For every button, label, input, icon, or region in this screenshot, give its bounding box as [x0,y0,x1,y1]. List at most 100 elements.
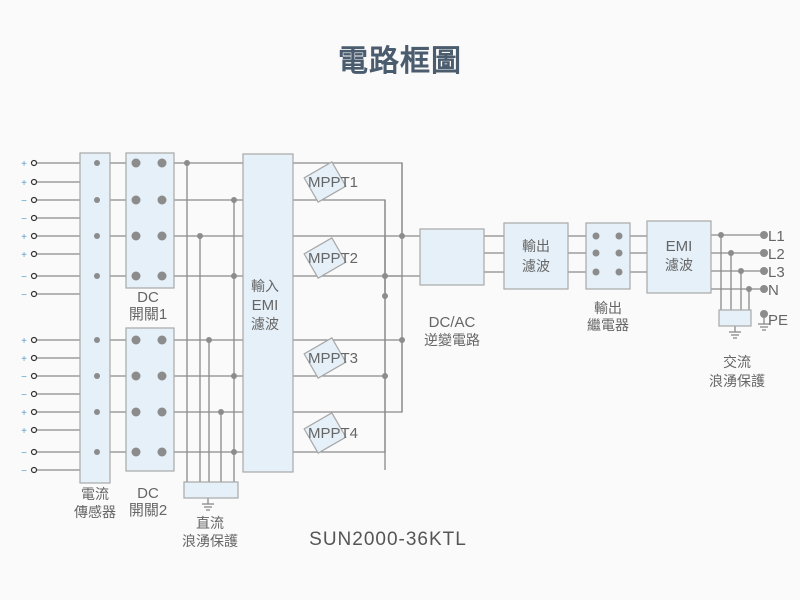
sensor-junction [94,160,100,166]
switch-contact [131,158,141,168]
output-filter-label-line-2: 濾波 [522,259,550,275]
blocks [79,152,752,499]
switch-contact [157,407,167,417]
relay-contact [592,268,600,276]
relay-contact [615,268,623,276]
ac-tap-dot [746,286,752,292]
input-terminal [30,336,38,344]
input-terminal [30,290,38,298]
polarity-sign: + [21,232,27,243]
switch-contact [157,158,167,168]
dc-surge-block [183,481,239,499]
output-relay-label-line-2: 繼電器 [587,318,629,334]
ac-terminal [760,285,768,293]
input-emi-label-3: 濾波 [251,317,279,333]
input-terminal [30,448,38,456]
dc-surge-label-line-1: 直流 [196,515,224,532]
input-terminal [30,159,38,167]
input-terminal [30,372,38,380]
switch-contact [131,371,141,381]
polarity-sign: − [21,196,27,207]
polarity-sign: − [21,272,27,283]
dcac-block [419,228,485,286]
current-sensor-label-line-2: 傳感器 [74,504,116,521]
mppt2-block [303,237,347,279]
switch-contact [131,231,141,241]
output-filter-label-line-1: 輸出 [522,239,550,255]
dcac-label-1: DC/AC [429,314,476,331]
input-terminal [30,466,38,474]
mppt4-label: MPPT4 [308,425,358,442]
bus-junction [399,233,405,239]
mppt1-label: MPPT1 [308,174,358,191]
sensor-junction [94,337,100,343]
switch-contact [157,335,167,345]
relay-contact [592,249,600,257]
sensor-junction [94,409,100,415]
polarity-sign: − [21,372,27,383]
mppt3-label: MPPT3 [308,350,358,367]
surge-tap-dot [231,449,237,455]
polarity-sign: − [21,214,27,225]
mppt2-label: MPPT2 [308,250,358,267]
dc-surge-label-line-2: 浪湧保護 [182,534,238,550]
input-emi-label-2: EMI [252,297,279,314]
input-terminal [30,390,38,398]
dc-switch-2-label-line-2: 開關2 [129,502,167,519]
mppt4-neg [293,236,386,453]
dc-switch-1-block [125,152,175,289]
switch-contact [131,271,141,281]
ac-surge-label-line-1: 交流 [723,354,751,371]
bus-junction [382,273,388,279]
surge-tap-dot [231,197,237,203]
input-terminal [30,272,38,280]
ac-tap-dot [728,250,734,256]
polarity-sign: + [21,426,27,437]
page-title: 電路框圖 [338,44,462,79]
input-terminal [30,426,38,434]
input-terminal [30,214,38,222]
bus-junction [382,293,388,299]
sensor-junction [94,373,100,379]
ac-terminal-label-PE: PE [768,312,788,329]
polarity-sign: − [21,448,27,459]
dc-switch-2-block [125,327,175,472]
sensor-junction [94,449,100,455]
ac-terminal [760,267,768,275]
dc-switch-1-label-line-1: DC [137,289,159,306]
polarity-sign: − [21,390,27,401]
output-emi-label-1: EMI [666,238,693,255]
switch-contact [157,371,167,381]
sensor-junction [94,273,100,279]
ac-tap-dot [718,232,724,238]
surge-tap-dot [218,409,224,415]
labels: ++−−++−−++−−++−−MPPT1MPPT2MPPT3MPPT4DC/A… [21,159,788,550]
surge-tap-dot [206,337,212,343]
switch-contact [131,195,141,205]
input-terminal [30,196,38,204]
input-terminal [30,250,38,258]
output-emi-block [646,220,712,294]
polarity-sign: + [21,336,27,347]
ac-terminal-label-L1: L1 [768,228,785,245]
mppt4-block [303,412,347,454]
switch-contact [131,407,141,417]
switch-contact [157,195,167,205]
output-relay-block [585,222,631,290]
polarity-sign: + [21,354,27,365]
bus-junction [399,337,405,343]
input-terminal [30,232,38,240]
current-sensor-label-line-1: 電流 [81,487,109,503]
surge-tap-dot [197,233,203,239]
sensor-junction [94,233,100,239]
ac-terminal [760,249,768,257]
current-sensor-block [79,152,111,484]
surge-tap-dot [184,160,190,166]
model-name: SUN2000-36KTL [309,529,467,550]
input-emi-block [242,153,294,473]
switch-contact [157,271,167,281]
switch-contact [131,335,141,345]
surge-tap-dot [231,273,237,279]
ac-surge-block [718,309,752,327]
